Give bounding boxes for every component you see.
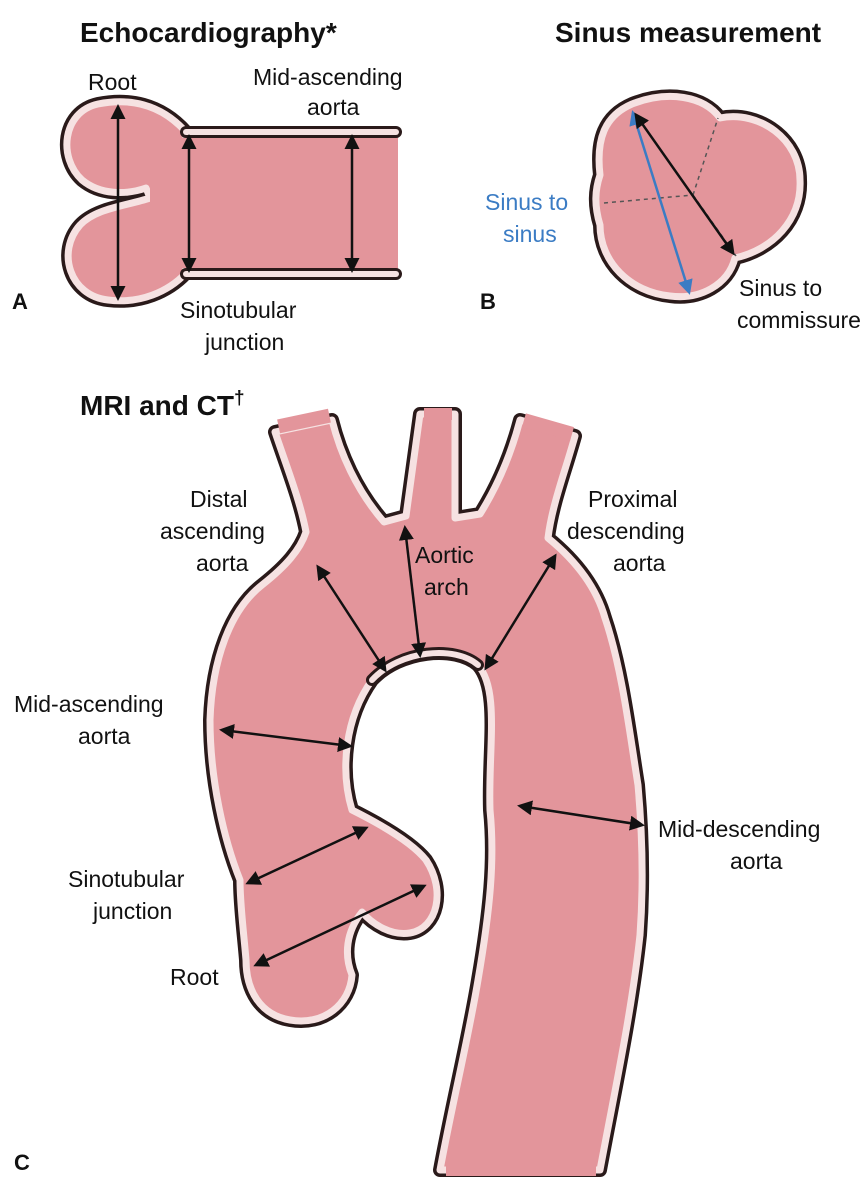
stj-label-2: junction <box>92 898 172 924</box>
mid-descending-label-2: aorta <box>730 848 783 874</box>
sinus-to-sinus-label-2: sinus <box>503 221 557 247</box>
mid-ascending-label-2: aorta <box>78 723 131 749</box>
echo-stj-label-1: Sinotubular <box>180 297 297 323</box>
sinus-cross-section <box>596 96 800 296</box>
echo-mid-ascending-label-2: aorta <box>307 94 360 120</box>
sinus-to-commissure-label-2: commissure <box>737 307 861 333</box>
distal-ascending-label-1: Distal <box>190 486 248 512</box>
panel-a-letter: A <box>12 289 28 314</box>
sinus-to-sinus-label-1: Sinus to <box>485 189 568 215</box>
root-label: Root <box>170 964 219 990</box>
panel-b-letter: B <box>480 289 496 314</box>
panel-c-letter: C <box>14 1150 30 1175</box>
proximal-descending-label-2: descending <box>567 518 685 544</box>
stj-label-1: Sinotubular <box>68 866 185 892</box>
echo-mid-ascending-label-1: Mid-ascending <box>253 64 403 90</box>
echo-root-label: Root <box>88 69 137 95</box>
proximal-descending-label-3: aorta <box>613 550 666 576</box>
distal-ascending-label-2: ascending <box>160 518 265 544</box>
echo-aorta-shape <box>67 102 398 301</box>
echo-stj-label-2: junction <box>204 329 284 355</box>
mid-descending-label-1: Mid-descending <box>658 816 820 842</box>
mid-ascending-label-1: Mid-ascending <box>14 691 164 717</box>
panel-a: Echocardiography* Root Mid-ascending aor… <box>12 17 403 355</box>
proximal-descending-label-1: Proximal <box>588 486 677 512</box>
aortic-arch-label-1: Aortic <box>415 542 474 568</box>
distal-ascending-label-3: aorta <box>196 550 249 576</box>
panel-c-title: MRI and CT† <box>80 388 245 421</box>
panel-a-title: Echocardiography* <box>80 17 337 48</box>
panel-c: MRI and CT† Distal ascending aorta Aorti… <box>14 388 820 1176</box>
panel-b-title: Sinus measurement <box>555 17 821 48</box>
panel-b: Sinus measurement Sinus to sinus Sinus t… <box>480 17 861 333</box>
sinus-to-commissure-label-1: Sinus to <box>739 275 822 301</box>
aortic-arch-label-2: arch <box>424 574 469 600</box>
